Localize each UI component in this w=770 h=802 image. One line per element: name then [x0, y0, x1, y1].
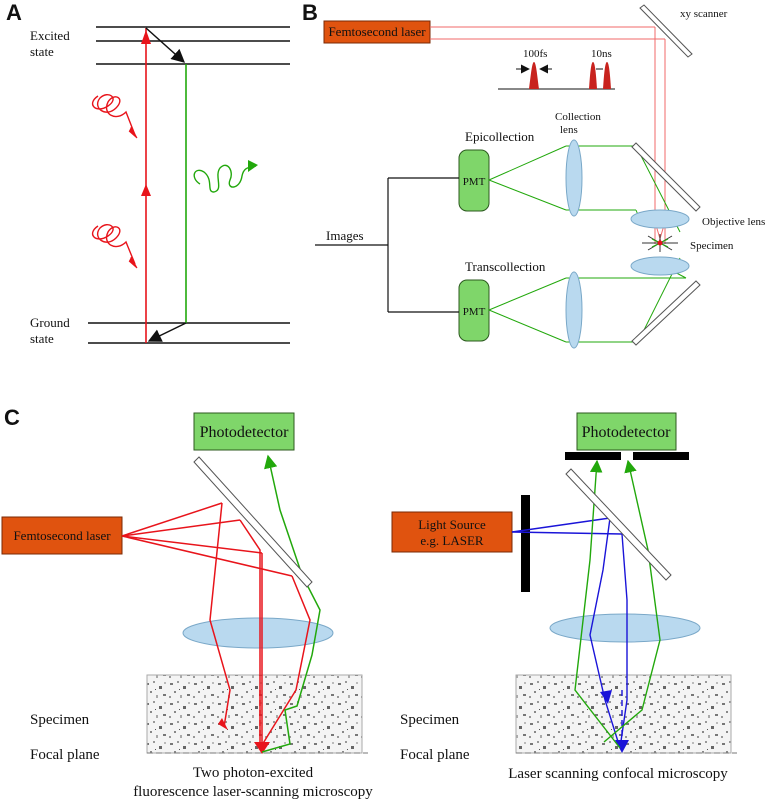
caption-left-1: Two photon-excited — [193, 765, 314, 781]
excited-state-line2: state — [30, 44, 54, 59]
arrow-blue-mid — [600, 690, 612, 704]
xy-scanner-mirror — [639, 4, 693, 58]
dichroic-trans — [631, 280, 701, 346]
specimen-block-left — [146, 674, 363, 754]
confocal-diagram: Photodetector Light Source e.g. LASER — [391, 412, 737, 782]
objective-lens-left — [182, 617, 334, 649]
specimen-label-b: Specimen — [690, 240, 734, 252]
ground-relaxation-arrow — [147, 322, 187, 342]
excited-state-line1: Excited — [30, 28, 70, 43]
source-aperture — [521, 495, 530, 592]
transcollection-label: Transcollection — [465, 259, 546, 274]
caption-left-2: fluorescence laser-scanning microscopy — [133, 784, 373, 800]
light-source-label-1: Light Source — [418, 517, 486, 532]
collection-lens-epi — [565, 139, 583, 217]
femtosecond-laser-label-c: Femtosecond laser — [13, 528, 111, 543]
specimen-label-left: Specimen — [30, 712, 90, 728]
focal-plane-label-right: Focal plane — [400, 747, 470, 763]
objective-lens-right — [549, 613, 701, 643]
pulse-interval-label: 10ns — [591, 48, 612, 60]
panel-label-c: C — [4, 405, 20, 430]
emission-ray-left — [261, 454, 321, 753]
images-label: Images — [326, 228, 364, 243]
ground-state-line1: Ground — [30, 315, 70, 330]
emission-ray-right-2 — [603, 459, 661, 743]
two-photon-diagram: Photodetector Femtosecond laser — [1, 412, 373, 800]
panel-label-a: A — [6, 0, 22, 25]
vibrational-relaxation-arrow — [145, 27, 186, 63]
panel-a: A Excited state Ground state — [6, 0, 290, 346]
collection-lens-label-2: lens — [560, 124, 578, 136]
photon-green — [193, 164, 257, 193]
images-connector — [315, 177, 459, 313]
dichroic-left — [193, 456, 313, 588]
panel-b: B Femtosecond laser xy scanner 100fs 10n… — [302, 0, 765, 349]
photodetector-box-right — [576, 412, 677, 451]
dichroic-epi — [631, 142, 701, 212]
photon-red-1-arrow — [128, 126, 138, 139]
epicollection-label: Epicollection — [465, 129, 535, 144]
pmt-epi-label: PMT — [463, 176, 486, 188]
pmt-trans-label: PMT — [463, 306, 486, 318]
objective-lens-top — [630, 209, 690, 229]
arrow-red-focus-1 — [218, 718, 228, 730]
dichroic-right — [565, 468, 672, 581]
femtosecond-laser-box-c — [1, 516, 123, 555]
excitation-rays-right — [511, 517, 628, 749]
arrow-blue-focus — [615, 740, 629, 753]
pulse-width-label: 100fs — [523, 48, 547, 60]
photon-red-2 — [92, 224, 136, 265]
objective-lens-bottom — [630, 256, 690, 276]
arrow-red-focus-2 — [254, 742, 270, 754]
photodetector-label-left: Photodetector — [200, 424, 290, 441]
collection-lens-label-1: Collection — [555, 111, 601, 123]
femtosecond-laser-box — [323, 20, 431, 44]
photodetector-box-left — [193, 412, 295, 451]
light-source-label-2: e.g. LASER — [420, 533, 484, 548]
objective-lens-label: Objective lens — [702, 216, 765, 228]
pinhole-left — [565, 452, 621, 460]
specimen-star — [642, 234, 678, 252]
panel-c: C Photodetector Femtosecond laser — [1, 405, 737, 800]
excitation-arrowhead-top — [141, 30, 151, 44]
excitation-rays-left — [121, 502, 311, 746]
xy-scanner-label: xy scanner — [680, 8, 728, 20]
photodetector-label-right: Photodetector — [582, 424, 672, 441]
caption-right: Laser scanning confocal microscopy — [508, 766, 728, 782]
ground-state-line2: state — [30, 331, 54, 346]
femtosecond-laser-label: Femtosecond laser — [328, 24, 426, 39]
pinhole-right — [633, 452, 689, 460]
photon-red-2-arrow — [128, 256, 138, 269]
collection-lens-trans — [565, 271, 583, 349]
specimen-label-right: Specimen — [400, 712, 460, 728]
energy-levels — [88, 26, 290, 344]
panel-label-b: B — [302, 0, 318, 25]
photon-red-1 — [92, 94, 136, 136]
light-source-box — [391, 511, 513, 553]
focal-plane-label-left: Focal plane — [30, 747, 100, 763]
excitation-arrowhead-mid — [141, 184, 151, 196]
photon-green-arrow — [248, 160, 258, 172]
emission-ray-right-1 — [574, 459, 621, 749]
pulse-train — [498, 62, 615, 90]
